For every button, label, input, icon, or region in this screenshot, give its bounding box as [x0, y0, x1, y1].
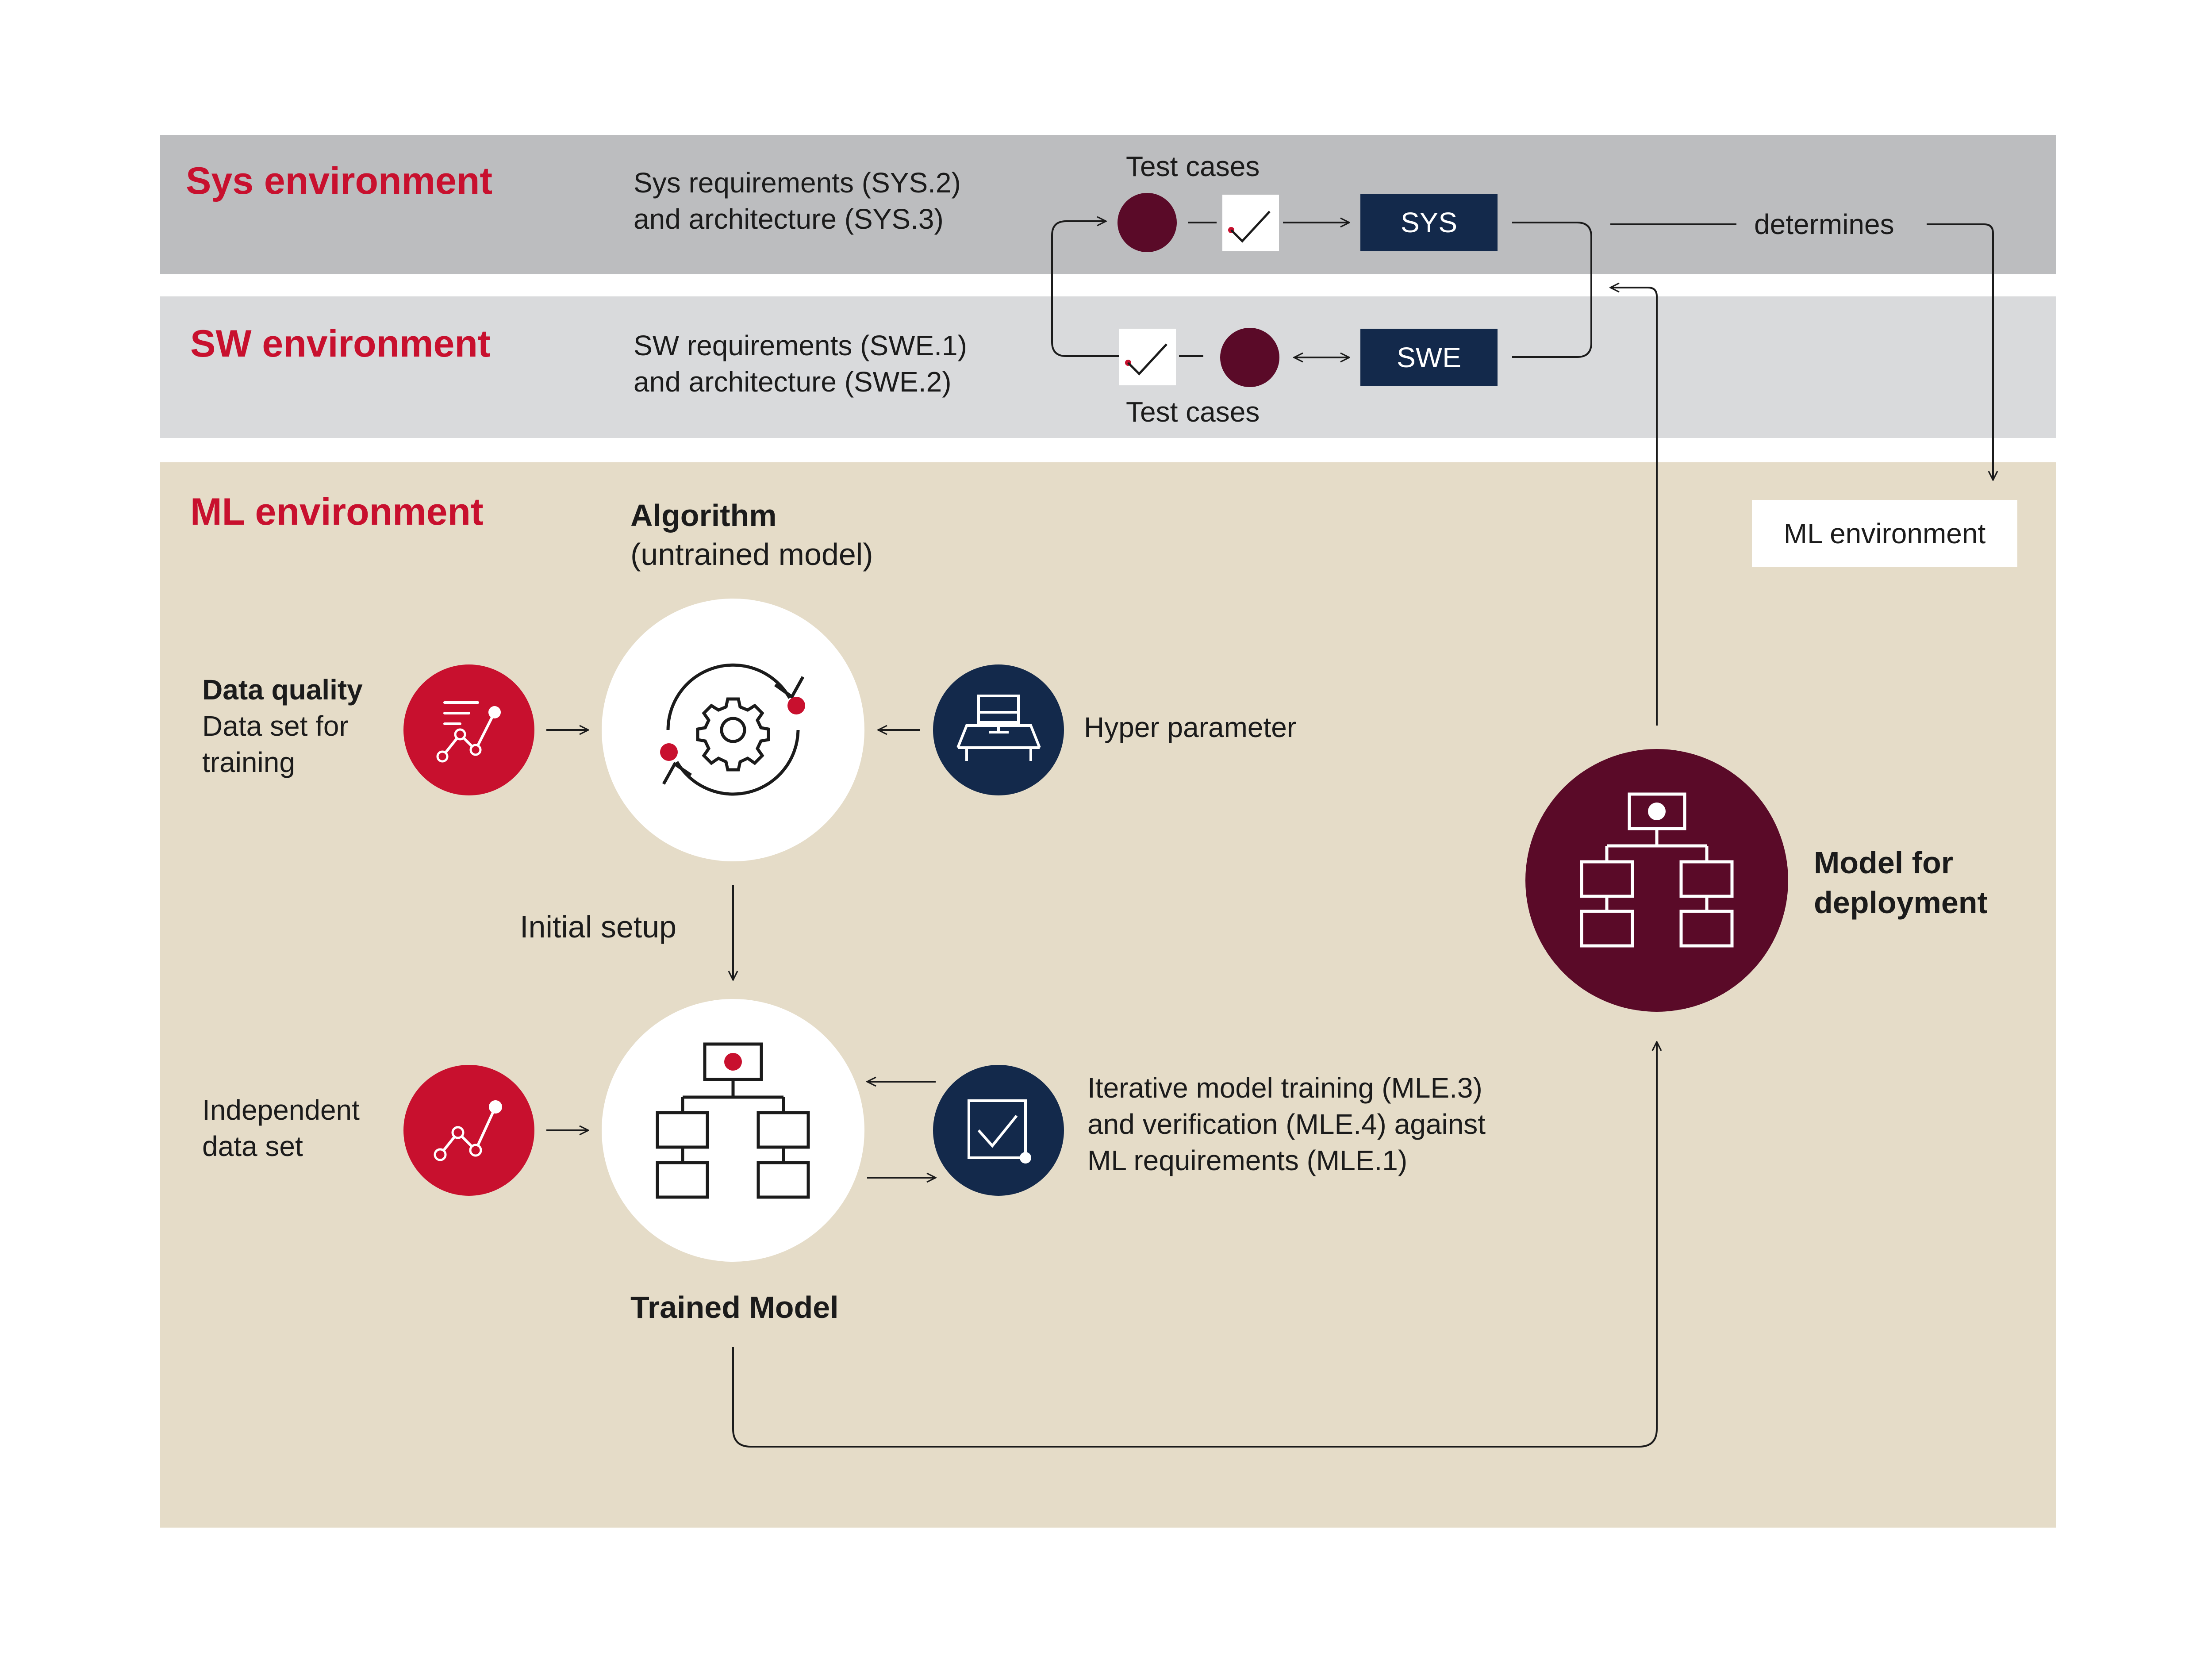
sw-environment-band — [160, 296, 2056, 438]
independent-data-line1: Independent — [202, 1094, 360, 1126]
chart-line-icon — [403, 1065, 534, 1196]
sys-swe-bracket — [1512, 222, 1592, 358]
trained-to-deployment-arrow — [732, 1042, 1657, 1448]
sys-test-dot-icon — [1118, 193, 1177, 252]
test-loop-arrow — [1051, 221, 1119, 357]
swe-box: SWE — [1360, 329, 1498, 386]
sw-check-doc-icon — [1119, 329, 1176, 385]
ml-environment-box-label: ML environment — [1783, 518, 1986, 549]
sw-requirements-line1: SW requirements (SWE.1) — [634, 330, 967, 361]
sw-test-cases-label: Test cases — [1126, 396, 1260, 428]
sw-test-dot-icon — [1220, 328, 1279, 387]
sys-box: SYS — [1360, 194, 1498, 251]
deployment-hierarchy-icon — [1525, 749, 1788, 1012]
data-quality-title: Data quality — [202, 674, 363, 706]
data-quality-line1: Data set for — [202, 710, 349, 742]
ml-environment-band — [160, 462, 2056, 1528]
sys-environment-title: Sys environment — [186, 160, 492, 202]
trained-model-label: Trained Model — [630, 1290, 839, 1325]
desk-monitor-icon — [933, 664, 1064, 795]
algorithm-subtitle: (untrained model) — [630, 537, 873, 572]
hyper-parameter-label: Hyper parameter — [1084, 711, 1297, 743]
test-flow-connectors — [1051, 221, 1993, 726]
deployment-line2: deployment — [1814, 885, 1988, 920]
data-quality-line2: training — [202, 746, 295, 778]
initial-setup-label: Initial setup — [520, 910, 677, 944]
chart-list-icon — [403, 664, 534, 795]
algorithm-title: Algorithm — [630, 498, 777, 533]
iterative-training-line2: and verification (MLE.4) against — [1087, 1108, 1486, 1140]
sys-check-doc-icon — [1222, 195, 1279, 251]
swe-box-label: SWE — [1397, 342, 1461, 373]
iterative-training-line3: ML requirements (MLE.1) — [1087, 1144, 1408, 1176]
sw-environment-title: SW environment — [190, 323, 491, 365]
sys-test-cases-label: Test cases — [1126, 150, 1260, 182]
iterative-training-line1: Iterative model training (MLE.3) — [1087, 1072, 1482, 1104]
gear-cycle-icon — [602, 599, 864, 861]
sys-requirements-line1: Sys requirements (SYS.2) — [634, 167, 961, 199]
ml-environment-box: ML environment — [1752, 500, 2017, 567]
determines-arrow — [1927, 223, 1993, 480]
independent-data-line2: data set — [202, 1130, 303, 1162]
determines-label: determines — [1754, 208, 1894, 240]
sys-box-label: SYS — [1400, 207, 1458, 238]
sw-requirements-line2: and architecture (SWE.2) — [634, 366, 952, 398]
deployment-to-sw-arrow — [1610, 288, 1658, 726]
deployment-line1: Model for — [1814, 845, 1953, 880]
hierarchy-icon — [602, 999, 864, 1262]
ml-environment-title: ML environment — [190, 491, 484, 533]
check-box-icon — [933, 1065, 1064, 1196]
sys-environment-band — [160, 135, 2056, 274]
sys-requirements-line2: and architecture (SYS.3) — [634, 203, 944, 235]
